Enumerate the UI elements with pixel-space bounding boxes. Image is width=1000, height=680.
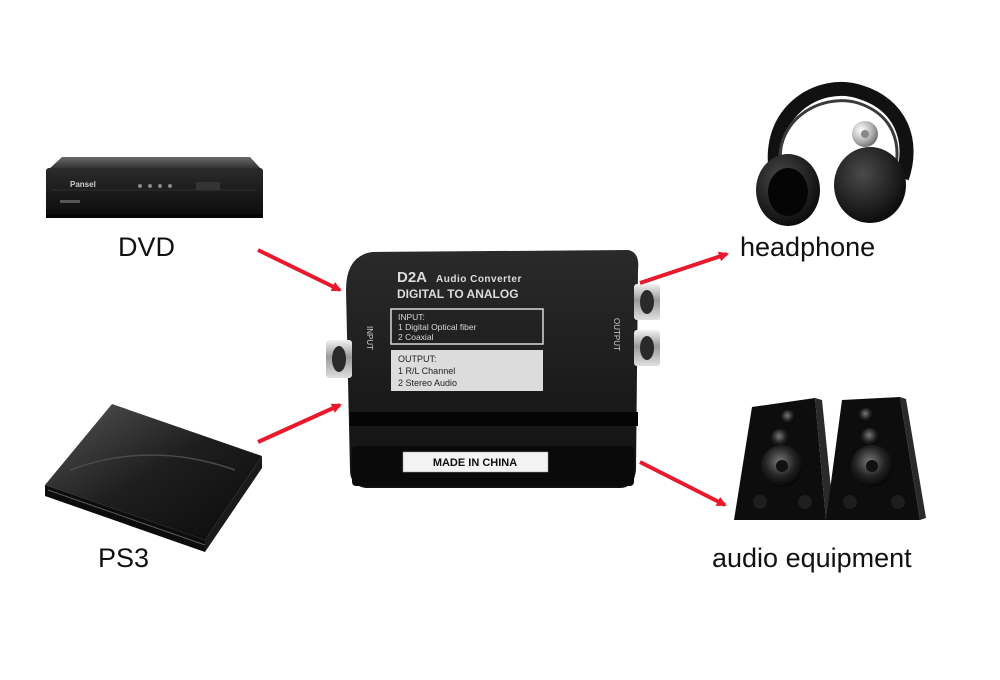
headphone-label: headphone	[740, 232, 875, 262]
speaker-icon	[734, 397, 926, 520]
output-heading: OUTPUT:	[398, 354, 437, 364]
output-jack-icon	[634, 284, 660, 366]
output-item-1: 1 R/L Channel	[398, 366, 455, 376]
input-jack-icon	[326, 340, 352, 378]
converter-title: D2A	[397, 269, 427, 286]
arrow-converter-to-speakers	[639, 460, 727, 507]
side-output-label: OUTPUT	[612, 318, 621, 351]
made-in-text: MADE IN CHINA	[433, 457, 517, 469]
arrows	[257, 248, 729, 507]
output-item-2: 2 Stereo Audio	[398, 378, 457, 388]
input-item-1: 1 Digital Optical fiber	[398, 322, 477, 332]
input-item-2: 2 Coaxial	[398, 332, 434, 342]
arrow-dvd-to-converter	[257, 248, 342, 292]
arrow-ps3-to-converter	[257, 403, 342, 444]
output-spec-label	[391, 350, 543, 391]
ps3-label: PS3	[98, 543, 149, 573]
ps3-console-icon	[45, 404, 262, 552]
input-heading: INPUT:	[398, 312, 425, 322]
input-spec-frame	[390, 308, 544, 345]
made-in-label	[402, 451, 549, 473]
dvd-label: DVD	[118, 232, 175, 262]
headphone-icon	[756, 81, 914, 226]
converter-box: D2A Audio Converter DIGITAL TO ANALOG IN…	[326, 250, 660, 488]
side-input-label: INPUT	[365, 326, 374, 350]
converter-line2: DIGITAL TO ANALOG	[397, 287, 519, 301]
converter-subtitle: Audio Converter	[436, 274, 522, 285]
dvd-player-icon: Pansel	[46, 157, 263, 218]
audio-equipment-label: audio equipment	[712, 543, 912, 573]
dvd-brand-text: Pansel	[70, 180, 96, 189]
arrow-converter-to-headphone	[639, 251, 729, 285]
